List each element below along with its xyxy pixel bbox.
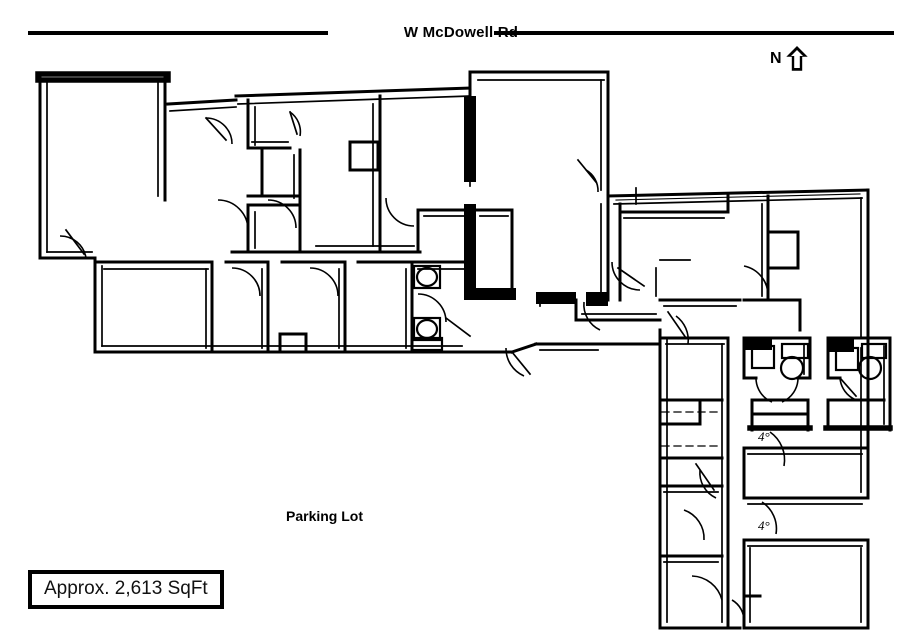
misc-detail-lines xyxy=(469,95,861,307)
road-line-left xyxy=(28,31,328,35)
building-outline-left-wing xyxy=(35,70,610,260)
restroom-suite-right-b xyxy=(823,336,893,432)
door-swing-arcs xyxy=(59,110,858,623)
north-label: N xyxy=(770,50,782,67)
restroom-fixtures-center xyxy=(410,264,444,352)
area-note-text: Approx. 2,613 SqFt xyxy=(44,578,208,599)
road-header: W McDowell Rd xyxy=(0,20,922,46)
area-note-box: Approx. 2,613 SqFt xyxy=(28,570,224,609)
north-arrow-icon xyxy=(785,46,808,71)
center-corridor xyxy=(468,194,662,354)
road-line-right xyxy=(494,31,894,35)
interior-walls-upper-left xyxy=(230,94,472,254)
road-label: W McDowell Rd xyxy=(403,24,519,41)
right-wing-rooms-lower xyxy=(742,338,870,630)
lower-left-office-row xyxy=(93,256,472,354)
restroom-suite-right-a xyxy=(742,336,813,432)
dimension-note: 4° xyxy=(758,518,770,533)
right-wing-outline xyxy=(606,188,870,342)
dimension-note: 4° xyxy=(758,429,770,444)
north-indicator: N xyxy=(770,46,808,72)
parking-lot-label: Parking Lot xyxy=(286,508,364,524)
heavy-wall-segments-center xyxy=(464,96,608,306)
